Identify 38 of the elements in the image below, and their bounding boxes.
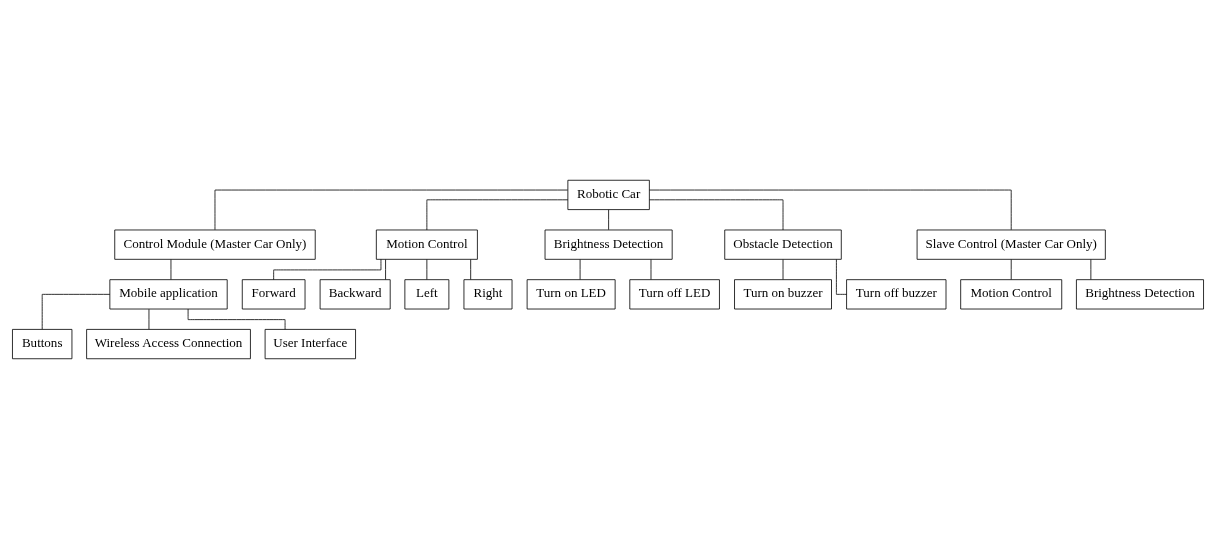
connector [170, 259, 172, 280]
node-box: User Interface [264, 329, 356, 360]
connector [649, 189, 1012, 231]
node-box: Buttons [12, 329, 73, 360]
connector [187, 308, 286, 330]
connector [579, 259, 581, 280]
connector [385, 259, 386, 280]
node-box: Turn off LED [629, 279, 720, 310]
node-box: Forward [241, 279, 306, 310]
node-box: Mobile application [109, 279, 228, 310]
node-box: Wireless Access Connection [86, 329, 251, 360]
node-box: Slave Control (Master Car Only) [916, 229, 1106, 260]
connector [426, 259, 428, 280]
node-box: Brightness Detection [544, 229, 673, 260]
connector [1090, 259, 1092, 280]
node-box: Control Module (Master Car Only) [114, 229, 316, 260]
node-box: Motion Control [960, 279, 1063, 310]
node-box: Right [463, 279, 513, 310]
node-box: Turn on buzzer [734, 279, 832, 310]
connector [608, 209, 609, 231]
connector [148, 308, 150, 330]
node-box: Turn off buzzer [846, 279, 947, 310]
connector [470, 259, 472, 280]
node-box: Obstacle Detection [724, 229, 842, 260]
connector [273, 258, 382, 280]
connector [1010, 259, 1012, 280]
node-box: Robotic Car [567, 179, 650, 210]
node-box: Motion Control [375, 229, 478, 260]
connector [782, 259, 784, 280]
connector [650, 259, 652, 280]
node-box: Brightness Detection [1076, 279, 1204, 310]
node-box: Left [404, 279, 450, 310]
node-box: Turn on LED [526, 279, 616, 310]
node-box: Backward [319, 279, 391, 310]
connector [649, 199, 784, 231]
connector [426, 199, 569, 231]
connector [836, 259, 847, 295]
connector [41, 293, 111, 330]
